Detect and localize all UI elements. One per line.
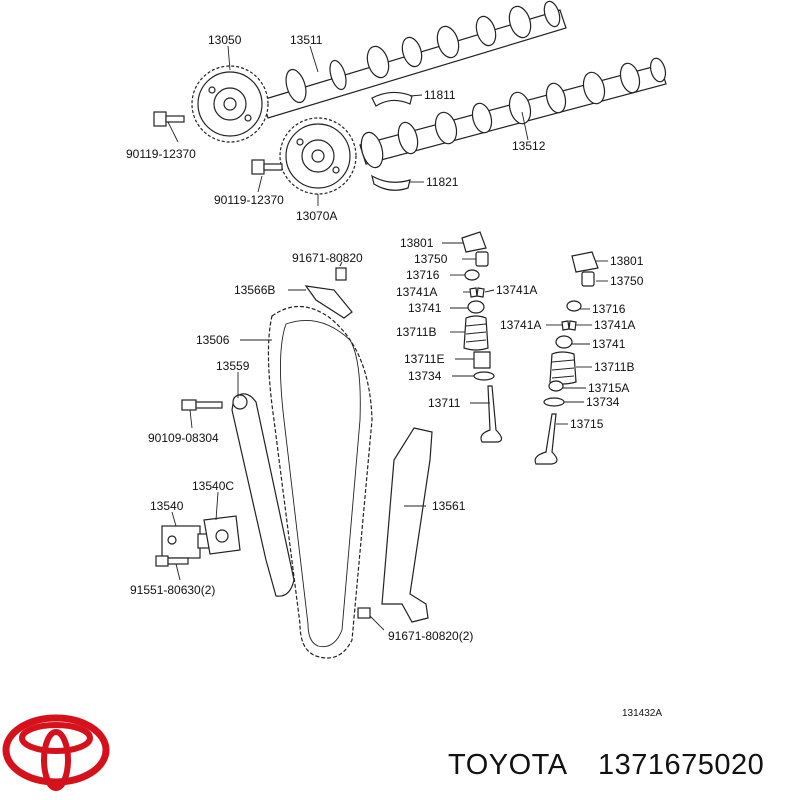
label-13561: 13561 xyxy=(432,499,466,513)
label-13540: 13540 xyxy=(150,499,184,513)
label-13070A: 13070A xyxy=(296,209,337,223)
label-intake-13711E: 13711E xyxy=(404,352,444,366)
label-intake-13716: 13716 xyxy=(406,268,440,282)
exhaust-sprocket-13070A xyxy=(279,117,357,195)
label-intake-13741: 13741 xyxy=(408,301,442,315)
label-13540C: 13540C xyxy=(192,479,234,493)
label-exhaust-13711B: 13711B xyxy=(594,360,634,374)
bearing-11811 xyxy=(371,91,413,107)
label-exhaust-13750: 13750 xyxy=(610,274,644,288)
leader-lines xyxy=(167,45,608,631)
label-13566B: 13566B xyxy=(234,283,275,297)
label-13512: 13512 xyxy=(512,139,546,153)
diagram-code: 131432A xyxy=(622,708,662,719)
intake-sprocket-13050 xyxy=(191,65,269,143)
label-exhaust-13715A: 13715A xyxy=(588,381,629,395)
label-11811: 11811 xyxy=(424,88,456,102)
label-90119-b: 90119-12370 xyxy=(214,193,284,207)
bolt-90119-b xyxy=(251,159,283,175)
intake-camshaft xyxy=(261,0,567,119)
label-intake-13741A-left: 13741A xyxy=(396,285,437,299)
label-90119-a: 90119-12370 xyxy=(126,147,196,161)
intake-valve-train xyxy=(461,231,503,443)
label-exhaust-13741A-right: 13741A xyxy=(594,318,635,332)
label-91671-b: 91671-80820(2) xyxy=(388,629,473,643)
part-labels: 13050 13511 11811 90119-12370 13512 1182… xyxy=(126,33,644,643)
footer-part-number: 1371675020 xyxy=(598,749,764,781)
bolt-91551 xyxy=(155,555,169,567)
label-11821: 11821 xyxy=(426,175,459,189)
label-intake-13750: 13750 xyxy=(414,252,448,266)
toyota-logo xyxy=(2,714,110,791)
label-13506: 13506 xyxy=(196,333,230,347)
label-intake-13711: 13711 xyxy=(428,396,461,410)
exhaust-valve-train xyxy=(534,251,599,465)
bearing-11821 xyxy=(371,174,411,191)
label-exhaust-13801: 13801 xyxy=(610,254,644,268)
label-exhaust-13715: 13715 xyxy=(570,417,604,431)
label-exhaust-13741: 13741 xyxy=(592,337,626,351)
bolt-91671-a xyxy=(335,267,347,281)
label-exhaust-13716: 13716 xyxy=(592,302,626,316)
label-exhaust-13734: 13734 xyxy=(586,395,620,409)
label-13050: 13050 xyxy=(208,33,242,47)
label-intake-13711B: 13711B xyxy=(396,325,436,339)
exhaust-camshaft xyxy=(359,57,667,169)
label-91551: 91551-80630(2) xyxy=(130,583,215,597)
label-intake-13741A-right: 13741A xyxy=(496,283,537,297)
chain-guide-13561 xyxy=(381,427,433,623)
tensioner-slipper-13559 xyxy=(231,393,295,597)
label-91671-a: 91671-80820 xyxy=(292,251,363,265)
label-13511: 13511 xyxy=(290,33,323,47)
label-exhaust-13741A-left: 13741A xyxy=(500,318,541,332)
bolt-90109 xyxy=(181,399,197,411)
label-13559: 13559 xyxy=(216,359,250,373)
label-intake-13801: 13801 xyxy=(400,236,434,250)
bolt-91671-b xyxy=(357,607,371,619)
timing-chain xyxy=(267,305,373,659)
label-90109: 90109-08304 xyxy=(148,431,219,445)
footer-brand: TOYOTA xyxy=(448,749,568,781)
chain-guide-13566B xyxy=(304,285,353,319)
label-intake-13734: 13734 xyxy=(408,369,442,383)
bolt-90119-a xyxy=(153,111,185,127)
